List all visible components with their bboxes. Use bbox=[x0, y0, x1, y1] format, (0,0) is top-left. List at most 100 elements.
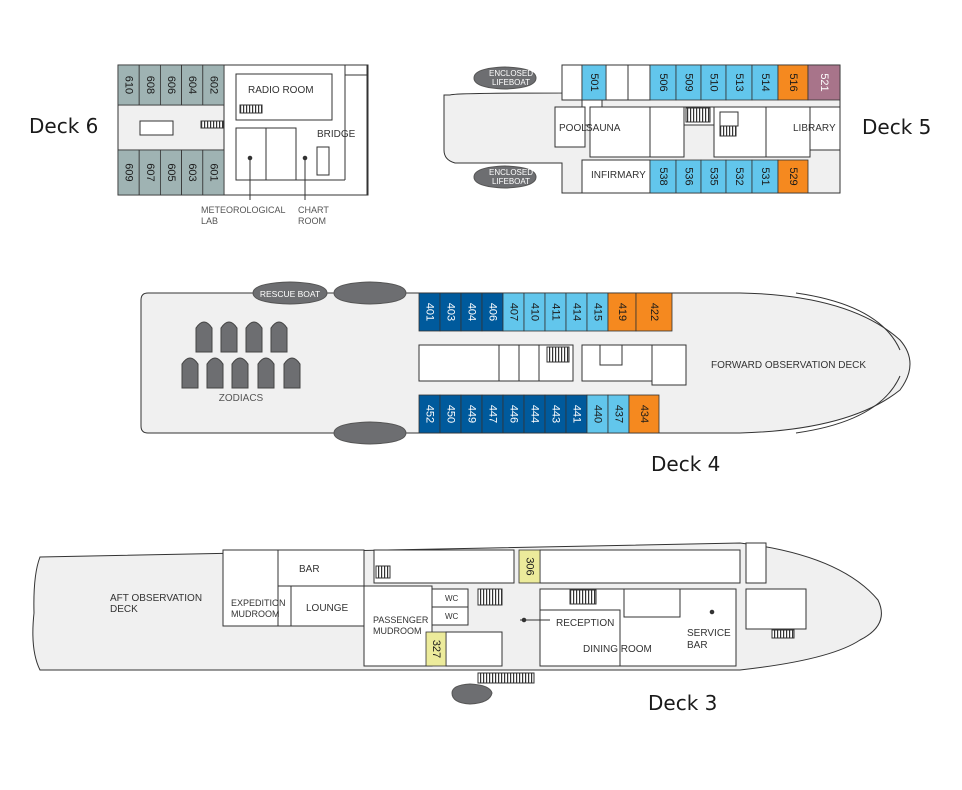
wc-label-1: WC bbox=[445, 594, 459, 603]
deck-3-plan bbox=[32, 542, 882, 684]
zodiac-icon-6 bbox=[206, 357, 224, 389]
cabin-327 bbox=[425, 631, 447, 667]
cabin-number-422: 422 bbox=[648, 303, 660, 321]
cabin-number-403: 403 bbox=[445, 303, 457, 321]
cabin-number-609: 609 bbox=[123, 163, 135, 181]
cabin-number-404: 404 bbox=[466, 303, 478, 321]
deck-3-cabins: 306 327 bbox=[425, 549, 541, 667]
cabin-number-606: 606 bbox=[165, 76, 177, 94]
cabin-number-602: 602 bbox=[207, 76, 219, 94]
rescue-boat-label: RESCUE BOAT bbox=[260, 289, 320, 299]
cabin-number-510: 510 bbox=[708, 73, 720, 91]
cabin-number-440: 440 bbox=[592, 405, 604, 423]
cabin-521 bbox=[807, 64, 841, 101]
cabin-number-601: 601 bbox=[207, 163, 219, 181]
cabin-506 bbox=[649, 64, 677, 101]
passenger-mudroom-label: PASSENGER bbox=[373, 615, 429, 625]
bridge-label: BRIDGE bbox=[317, 129, 356, 140]
wc-label-2: WC bbox=[445, 612, 459, 621]
cabin-number-411: 411 bbox=[550, 303, 562, 321]
zodiac-icon-1 bbox=[195, 321, 213, 353]
cabin-509 bbox=[675, 64, 702, 101]
zodiac-icon-9 bbox=[283, 357, 301, 389]
sauna-label: SAUNA bbox=[586, 123, 621, 134]
cabin-535 bbox=[700, 159, 727, 194]
cabin-number-516: 516 bbox=[787, 73, 799, 91]
cabin-529 bbox=[777, 159, 809, 194]
cabin-501 bbox=[581, 64, 607, 101]
expedition-mudroom-label-2: MUDROOM bbox=[231, 609, 280, 619]
infirmary-label: INFIRMARY bbox=[591, 170, 646, 181]
reception-label: RECEPTION bbox=[556, 618, 614, 629]
cabin-number-415: 415 bbox=[592, 303, 604, 321]
zodiac-icon-3 bbox=[245, 321, 263, 353]
cabin-602 bbox=[202, 64, 225, 106]
zodiac-icon-2 bbox=[220, 321, 238, 353]
cabin-number-514: 514 bbox=[759, 73, 771, 91]
zodiac-icon-7 bbox=[231, 357, 249, 389]
cabin-number-513: 513 bbox=[733, 73, 745, 91]
cabin-number-535: 535 bbox=[708, 167, 720, 185]
aft-observation-deck-label: AFT OBSERVATION bbox=[110, 593, 202, 604]
meteorological-lab-label: METEOROLOGICAL bbox=[201, 205, 286, 215]
dining-room-label: DINING ROOM bbox=[583, 644, 652, 655]
aft-observation-deck-label-2: DECK bbox=[110, 604, 138, 615]
cabin-number-401: 401 bbox=[424, 303, 436, 321]
cabin-419 bbox=[607, 292, 637, 332]
cabin-number-406: 406 bbox=[487, 303, 499, 321]
cabin-number-452: 452 bbox=[424, 405, 436, 423]
cabin-number-441: 441 bbox=[571, 405, 583, 423]
zodiac-icon-8 bbox=[257, 357, 275, 389]
cabin-number-407: 407 bbox=[508, 303, 520, 321]
cabin-number-434: 434 bbox=[638, 405, 650, 423]
cabin-number-603: 603 bbox=[186, 163, 198, 181]
cabin-422 bbox=[635, 292, 673, 332]
library-label: LIBRARY bbox=[793, 123, 836, 134]
bar-label: BAR bbox=[299, 564, 320, 575]
cabin-number-414: 414 bbox=[571, 303, 583, 321]
zodiacs-label: ZODIACS bbox=[219, 393, 264, 404]
cabin-number-506: 506 bbox=[657, 73, 669, 91]
forward-observation-deck-label: FORWARD OBSERVATION DECK bbox=[711, 360, 866, 371]
passenger-mudroom-label-2: MUDROOM bbox=[373, 626, 422, 636]
cabin-number-509: 509 bbox=[683, 73, 695, 91]
service-bar-label: SERVICE bbox=[687, 628, 731, 639]
cabin-number-501: 501 bbox=[588, 73, 600, 91]
zodiacs-group bbox=[181, 321, 301, 389]
enclosed-lifeboat-bottom-label: ENCLOSED bbox=[489, 168, 533, 177]
cabin-number-437: 437 bbox=[613, 405, 625, 423]
deck-6-label: Deck 6 bbox=[29, 114, 99, 138]
cabin-number-610: 610 bbox=[123, 76, 135, 94]
cabin-number-449: 449 bbox=[466, 405, 478, 423]
expedition-mudroom-label: EXPEDITION bbox=[231, 598, 286, 608]
enclosed-lifeboat-top-label: ENCLOSED bbox=[489, 69, 533, 78]
deck-5-lifeboats bbox=[473, 66, 537, 189]
cabin-number-450: 450 bbox=[445, 405, 457, 423]
cabin-number-608: 608 bbox=[144, 76, 156, 94]
radio-room-label: RADIO ROOM bbox=[248, 85, 314, 96]
cabin-434 bbox=[628, 394, 660, 434]
cabin-number-447: 447 bbox=[487, 405, 499, 423]
cabin-536 bbox=[675, 159, 702, 194]
cabin-number-327: 327 bbox=[430, 640, 442, 658]
chart-room-label-2: ROOM bbox=[298, 216, 326, 226]
cabin-number-532: 532 bbox=[733, 167, 745, 185]
service-bar-label-2: BAR bbox=[687, 640, 708, 651]
cabin-number-306: 306 bbox=[524, 557, 536, 575]
cabin-number-444: 444 bbox=[529, 405, 541, 423]
deck-3-label: Deck 3 bbox=[648, 691, 718, 715]
cabin-number-529: 529 bbox=[787, 167, 799, 185]
cabin-number-531: 531 bbox=[759, 167, 771, 185]
deck-4-boats bbox=[252, 281, 407, 445]
cabin-number-446: 446 bbox=[508, 405, 520, 423]
cabin-514 bbox=[751, 64, 779, 101]
zodiac-icon-4 bbox=[270, 321, 288, 353]
cabin-number-443: 443 bbox=[550, 405, 562, 423]
enclosed-lifeboat-top-label-2: LIFEBOAT bbox=[492, 78, 530, 87]
lounge-label: LOUNGE bbox=[306, 603, 349, 614]
tender-boat-icon bbox=[451, 683, 493, 705]
cabin-513 bbox=[725, 64, 753, 101]
